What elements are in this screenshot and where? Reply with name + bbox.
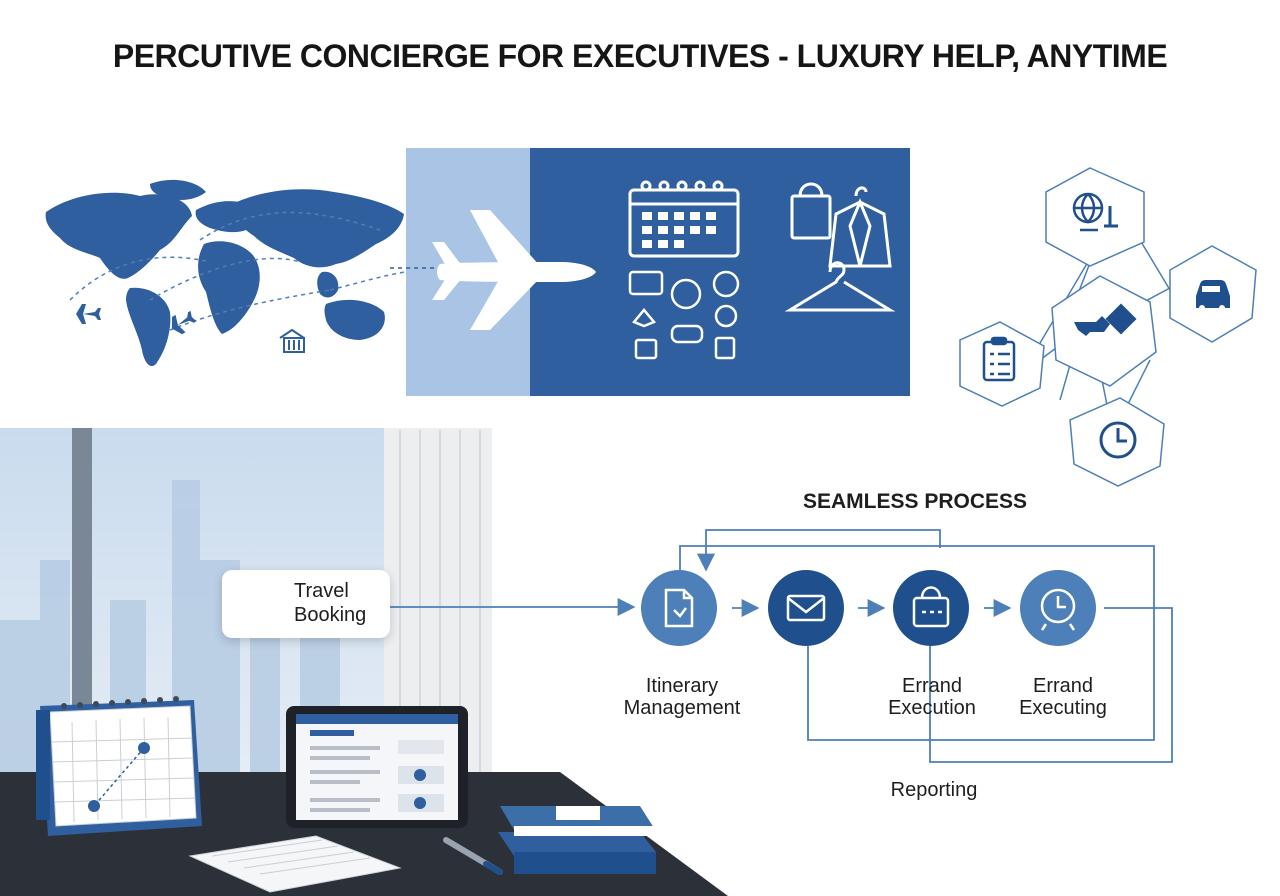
airplane-icon [432, 210, 596, 330]
process-node-errand [893, 570, 969, 646]
pen-icon [443, 837, 503, 875]
travel-card-line1: Travel [294, 580, 349, 602]
reporting-label: Reporting [890, 779, 978, 801]
page-title: PERCUTIVE CONCIERGE FOR EXECUTIVES - LUX… [112, 38, 1168, 74]
handshake-icon [1074, 303, 1137, 336]
hex-clock [1069, 397, 1165, 487]
hex-handshake [1051, 275, 1157, 387]
step-label-line2: Management [623, 697, 741, 719]
hex-globe [1045, 167, 1145, 267]
world-map [45, 179, 404, 367]
bell-icon [670, 278, 702, 310]
hanger-icon [784, 261, 896, 312]
process-title: SEAMLESS PROCESS [802, 490, 1028, 513]
step-label-errand-executing: Errand Executing [996, 675, 1130, 719]
calendar-grid [642, 212, 716, 248]
document-icon [664, 588, 694, 628]
clipboard-icon [982, 336, 1016, 382]
check-badge-icon [712, 270, 740, 298]
step-label-line2: Execution [888, 697, 976, 719]
suit-mini-icon [714, 336, 736, 360]
card-icon [628, 270, 664, 296]
desk-calendar [36, 696, 202, 836]
car-mini-icon [670, 324, 704, 344]
landmark-icon [279, 328, 305, 353]
step-label-itinerary: Itinerary Management [604, 675, 760, 719]
books [498, 806, 656, 874]
notepad [188, 835, 402, 893]
hex-car [1169, 245, 1257, 343]
car-icon [1196, 280, 1230, 308]
step-label-line1: Itinerary [645, 675, 719, 697]
world-map-routes [69, 211, 441, 331]
clock-icon [1099, 421, 1137, 459]
process-connectors [390, 529, 1173, 763]
handshake-icon [631, 308, 657, 328]
calendar-icon [628, 180, 740, 258]
step-label-line2: Executing [1019, 697, 1107, 719]
step-label-line1: Errand [901, 675, 963, 697]
clock-icon [1040, 588, 1076, 631]
office-scene [0, 428, 728, 896]
globe-icon [1072, 192, 1104, 232]
process-node-envelope [768, 570, 844, 646]
plane-icon [60, 304, 101, 324]
hex-clipboard [959, 321, 1045, 407]
step-label-errand-execution: Errand Execution [866, 675, 998, 719]
suit-icon [828, 186, 892, 268]
bag-mini-icon [634, 338, 658, 360]
process-node-executing [1020, 570, 1096, 646]
process-node-itinerary [641, 570, 717, 646]
service-icons [628, 270, 740, 360]
travel-booking-card: Travel Booking [222, 570, 390, 638]
plane-icon [160, 310, 197, 340]
envelope-icon [786, 594, 826, 622]
travel-card-line2: Booking [294, 604, 367, 626]
shopping-bag-icon [790, 182, 832, 240]
shopping-bag-icon [912, 586, 950, 628]
tablet-device [286, 706, 468, 828]
gift-icon [714, 304, 738, 328]
step-label-line1: Errand [1032, 675, 1094, 697]
